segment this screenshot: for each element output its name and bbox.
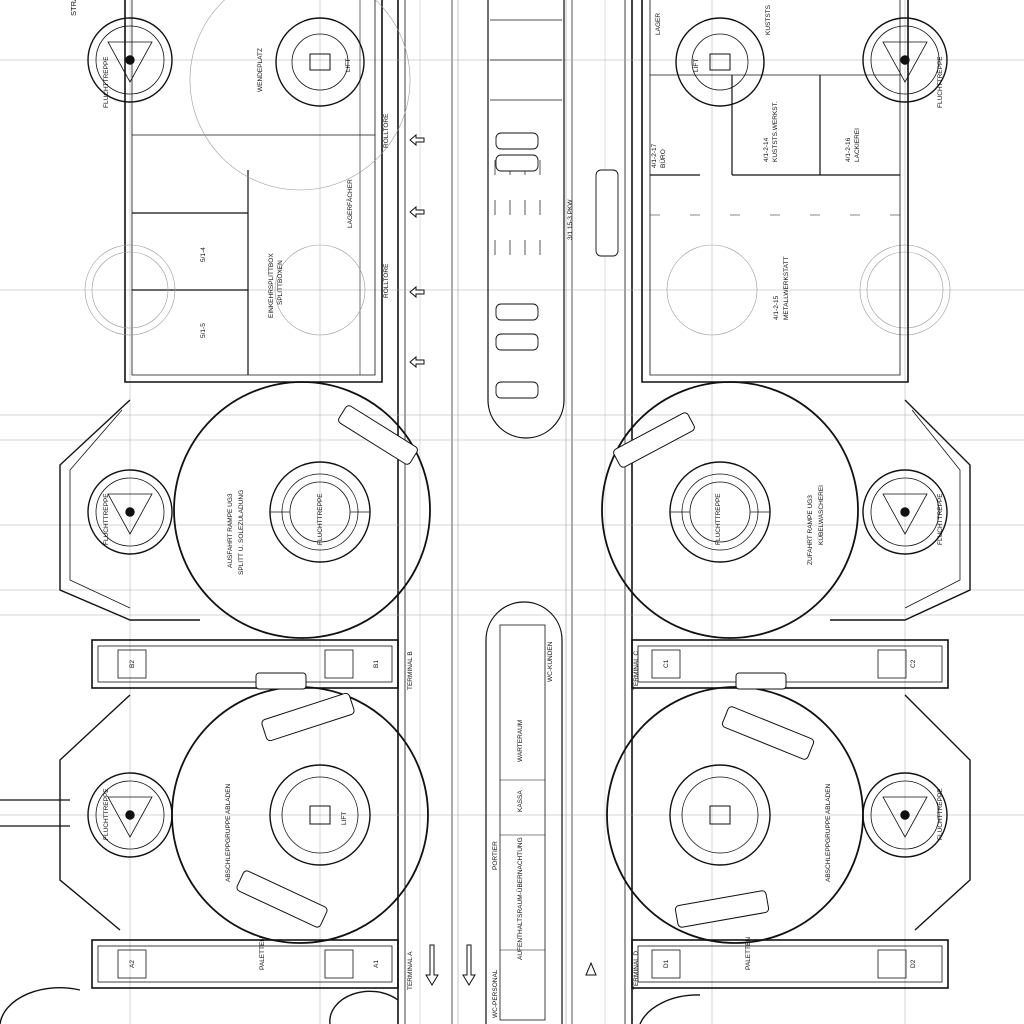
- label-kassa: KASSA: [517, 790, 524, 812]
- label-a1: A1: [373, 960, 380, 968]
- parking-island: [487, 0, 565, 439]
- label-fluchttreppe-5: FLUCHTTREPPE: [715, 493, 722, 545]
- label-c1: C1: [663, 659, 670, 668]
- label-rolltore-1: ROLLTORE: [383, 113, 390, 148]
- label-paletten-right: PALETTEN: [745, 937, 752, 970]
- label-kustst: KUSTSTS: [765, 4, 772, 35]
- label-portier: PORTIER: [492, 841, 499, 870]
- label-b2: B2: [129, 660, 136, 668]
- label-wc-kunden: WC-KUNDEN: [547, 641, 554, 682]
- label-5-1-5: 5/1-5: [200, 323, 207, 338]
- label-metallwerkstatt: METALLWERKSTATT: [783, 257, 790, 320]
- label-pkw: 3/1 15-3 PKW: [567, 199, 574, 240]
- road-arrows: [409, 133, 597, 986]
- label-abschlepp-right: ABSCHLEPPGRUPPE ABLADEN: [825, 783, 832, 882]
- label-4-1-2-14: 4/1-2-14: [763, 137, 770, 162]
- label-terminal-b: TERMINAL B: [407, 651, 414, 690]
- label-a2: A2: [129, 960, 136, 968]
- label-ausfahrt: AUSFAHRT RAMPE UG3: [227, 493, 234, 568]
- ramp-trucks: [338, 405, 695, 468]
- outer-wall-low-left: [0, 694, 131, 931]
- label-terminal-d: TERMINAL D: [633, 951, 640, 990]
- label-5-1-4: 5/1-4: [200, 247, 207, 262]
- ramp-circle-right: [601, 381, 859, 639]
- label-buero: BÜRO: [659, 149, 667, 168]
- label-fluchttreppe-8: FLUCHTTREPPE: [937, 788, 944, 840]
- label-lift-1: LIFT: [345, 59, 352, 72]
- top-right-building: [641, 0, 909, 383]
- lift-core-top-right: [675, 17, 765, 107]
- ramp-circle-left: [173, 381, 431, 639]
- tow-trucks: [236, 672, 815, 928]
- terminal-bars: [91, 639, 949, 989]
- label-fluchttreppe-2: FLUCHTTREPPE: [937, 56, 944, 108]
- service-island: [485, 601, 563, 1024]
- label-c2: C2: [910, 659, 917, 668]
- label-abschlepp-left: ABSCHLEPPGRUPPE ABLADEN: [225, 783, 232, 882]
- parked-cars: [495, 132, 619, 399]
- label-fluchttreppe-1: FLUCHTTREPPE: [103, 56, 110, 108]
- label-terminal-c: TERMINAL C: [633, 651, 640, 690]
- turning-circle: [189, 0, 411, 191]
- label-lager: LAGER: [655, 13, 662, 35]
- label-splitt: SPLITT U. SOLEZULADUNG: [238, 490, 245, 575]
- label-fluchttreppe-4: FLUCHTTREPPE: [317, 493, 324, 545]
- outer-wall-mid-right: [830, 399, 971, 621]
- plan-labels: STRA FLUCHTTREPPE FLUCHTTREPPE FLUCHTTRE…: [69, 0, 944, 1018]
- label-fluchttreppe-7: FLUCHTTREPPE: [103, 788, 110, 840]
- label-lagerfaecher: LAGERFÄCHER: [346, 179, 354, 228]
- label-terminal-a: TERMINAL A: [407, 951, 414, 990]
- label-wc-personal: WC-PERSONAL: [492, 969, 499, 1018]
- label-paletten-left: PALETTEN: [259, 937, 266, 970]
- label-d1: D1: [663, 959, 670, 968]
- label-lift-3: LIFT: [341, 812, 348, 825]
- stair-tower-top-left: [87, 17, 173, 103]
- label-einkehrsplittbox: EINKEHRSPLITTBOX: [268, 253, 275, 318]
- outer-wall-mid-left: [59, 399, 200, 621]
- label-4-1-2-16: 4/1-2-16: [845, 137, 852, 162]
- label-aufenthaltsraum: AUFENTHALTSRAUM-ÜBERNACHTUNG: [516, 837, 524, 960]
- label-lackiererei: LACKIEREI: [854, 128, 861, 162]
- label-4-1-2-15: 4/1-2-15: [773, 295, 780, 320]
- label-stra: STRA: [69, 0, 78, 16]
- label-b1: B1: [373, 660, 380, 668]
- circle-reference: [84, 244, 951, 336]
- label-fluchttreppe-6: FLUCHTTREPPE: [937, 493, 944, 545]
- label-splittboxen: SPLITTBOXEN: [277, 260, 284, 305]
- stair-tower-mid-left: [87, 469, 173, 555]
- lift-core-top-left: [275, 17, 365, 107]
- label-wendeplatz: WENDEPLATZ: [257, 48, 264, 92]
- label-d2: D2: [910, 959, 917, 968]
- label-kuststwerkst: KUSTSTS.WERKST.: [772, 101, 779, 162]
- central-road: [397, 0, 633, 1024]
- label-fluchttreppe-3: FLUCHTTREPPE: [103, 493, 110, 545]
- label-4-1-2-17: 4/1-2-17: [651, 143, 658, 168]
- label-kuebelwascherei: KÜBELWASCHEREI: [817, 485, 825, 545]
- stair-tower-low-right: [862, 772, 948, 858]
- label-warteraum: WARTERAUM: [517, 720, 524, 762]
- stair-tower-top-right: [862, 17, 948, 103]
- top-left-building: [124, 0, 383, 383]
- label-rolltore-2: ROLLTORE: [383, 263, 390, 298]
- stair-tower-low-left: [87, 772, 173, 858]
- bottom-arcs: [0, 986, 701, 1024]
- stair-tower-mid-right: [862, 469, 948, 555]
- label-zufahrt: ZUFAHRT RAMPE UG3: [807, 495, 814, 565]
- label-lift-2: LIFT: [693, 59, 700, 72]
- outer-wall-low-right: [904, 694, 971, 931]
